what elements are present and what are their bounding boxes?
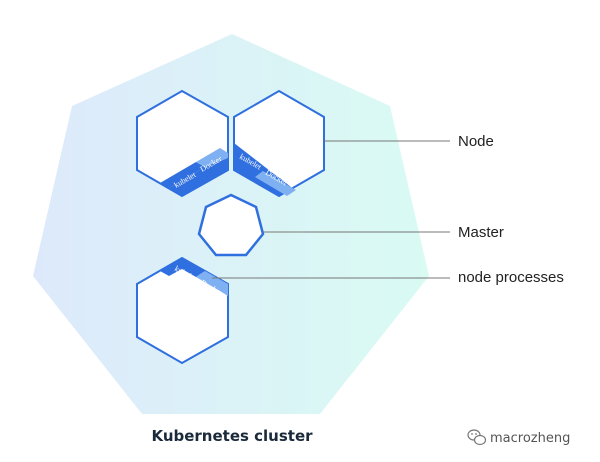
node-1-kubelet-band — [160, 162, 205, 188]
node-3: kubelet Docker — [136, 256, 229, 365]
cluster-title: Kubernetes cluster — [151, 427, 313, 445]
node-processes-label: node processes — [458, 269, 564, 286]
node-3-kubelet-band — [160, 258, 205, 277]
watermark-text: macrozheng — [490, 431, 570, 446]
node-1: kubelet Docker — [136, 89, 229, 198]
master-label: Master — [458, 224, 504, 241]
node-2-docker-band — [255, 171, 296, 196]
master-heptagon — [197, 193, 265, 257]
node-3-docker-band — [196, 271, 228, 296]
node-label: Node — [458, 133, 494, 150]
node-1-docker-band — [196, 148, 228, 167]
wechat-icon — [467, 429, 487, 446]
node-2: kubelet Docker — [233, 89, 325, 198]
